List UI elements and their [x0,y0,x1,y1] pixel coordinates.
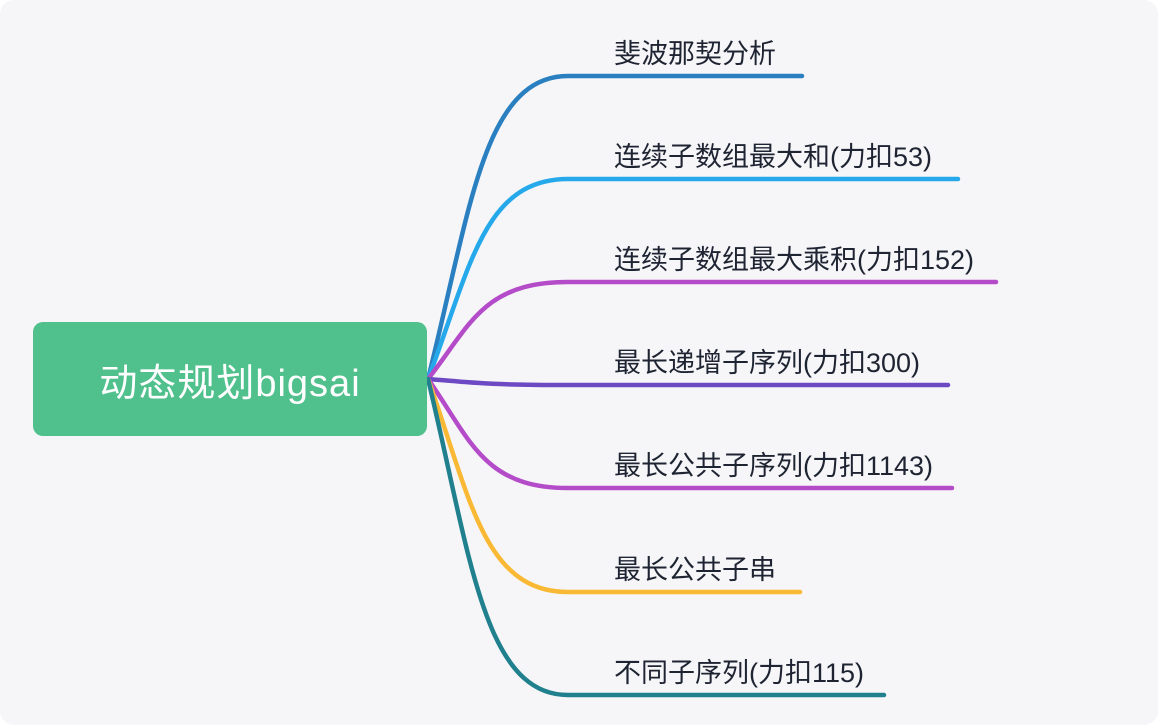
root-node[interactable]: 动态规划bigsai [33,322,427,436]
branch-connector [425,73,805,382]
branch-node[interactable]: 最长公共子序列(力扣1143) [614,451,934,481]
branch-node[interactable]: 连续子数组最大乘积(力扣152) [614,245,975,275]
branch-connector [425,176,961,382]
branch-connector [425,279,999,382]
branch-node[interactable]: 最长公共子串 [614,555,776,585]
root-node-label: 动态规划bigsai [99,362,361,405]
branch-connector [425,376,951,388]
branch-node[interactable]: 连续子数组最大和(力扣53) [614,142,933,172]
branch-node[interactable]: 最长递增子序列(力扣300) [614,348,921,378]
branch-connector [425,376,887,698]
branch-node[interactable]: 斐波那契分析 [614,39,776,69]
branch-connector [425,376,955,491]
branch-connector [425,376,803,595]
branch-node[interactable]: 不同子序列(力扣115) [614,658,865,688]
